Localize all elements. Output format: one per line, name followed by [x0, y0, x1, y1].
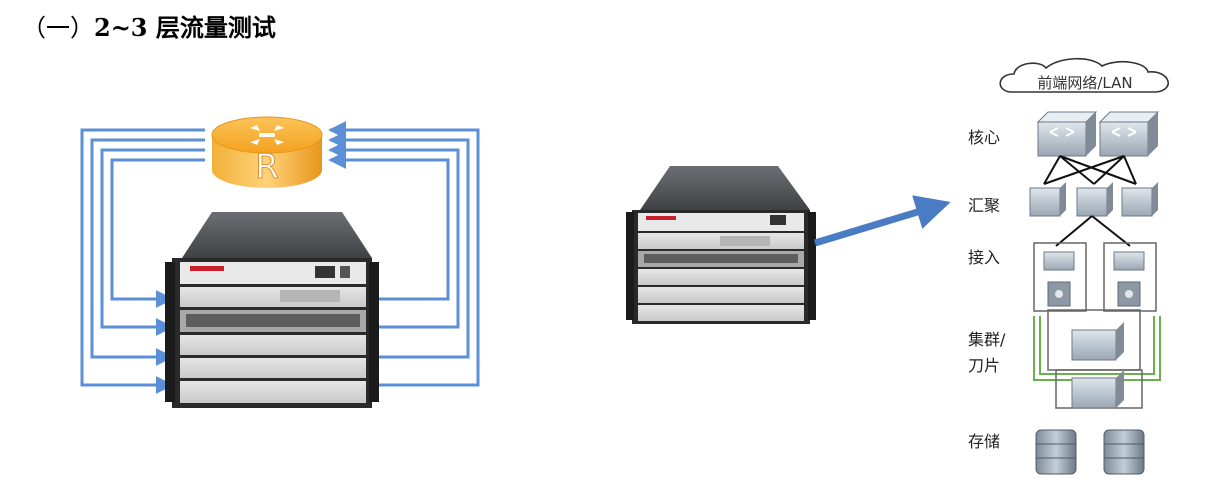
- storage-icon-2: [1104, 430, 1144, 474]
- cluster-switch-1: [1072, 322, 1124, 360]
- core-switch-2: [1100, 112, 1158, 156]
- agg-switch-2: [1077, 182, 1113, 216]
- uplink-arrow: [815, 204, 944, 243]
- chassis-left: [165, 212, 379, 408]
- cluster-switch-2: [1072, 370, 1124, 408]
- cloud-icon: 前端网络/LAN: [1000, 59, 1168, 92]
- core-agg-links: [1044, 156, 1136, 184]
- chassis-middle: [626, 166, 816, 324]
- tier-label-cluster-line2: 刀片: [968, 352, 1000, 376]
- access-switch-2: [1114, 252, 1144, 306]
- tier-label-core: 核心: [968, 124, 1000, 148]
- agg-access-links: [1056, 216, 1130, 246]
- tier-label-access: 接入: [968, 244, 1000, 268]
- agg-switch-3: [1122, 182, 1158, 216]
- tier-label-storage: 存储: [968, 428, 1000, 452]
- tier-label-cluster-line1: 集群/: [968, 326, 1005, 350]
- router-icon: R: [212, 117, 322, 188]
- core-switch-1: [1038, 112, 1096, 156]
- agg-switch-1: [1030, 182, 1066, 216]
- tier-label-aggregation: 汇聚: [968, 192, 1000, 216]
- storage-icon-1: [1036, 430, 1076, 474]
- router-label: R: [255, 147, 279, 187]
- access-switch-1: [1044, 252, 1074, 306]
- cloud-label: 前端网络/LAN: [1037, 74, 1132, 92]
